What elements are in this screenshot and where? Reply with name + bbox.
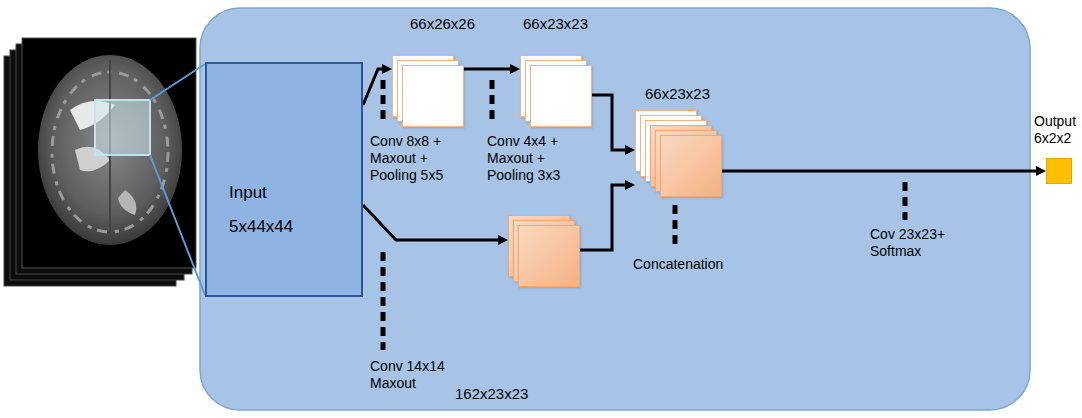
input-box: Input5x44x44 <box>205 62 363 297</box>
feature-map <box>530 65 592 127</box>
layer-blocks <box>508 215 580 287</box>
text-slot: Conv 8x8 + Maxout + Pooling 5x5 <box>370 133 470 184</box>
network-panel <box>200 8 1030 410</box>
text-slot: Conv 4x4 + Maxout + Pooling 3x3 <box>487 133 587 184</box>
layer-caption: Conv 14x14 Maxout <box>370 358 452 392</box>
layer-caption: Cov 23x23+ Softmax <box>870 226 970 260</box>
text-label: 66x26x26 <box>410 15 475 32</box>
text-slot: 162x23x23 <box>455 385 528 403</box>
flow-arrow <box>464 68 515 71</box>
text-label: 66x23x23 <box>645 85 710 102</box>
layer-blocks <box>635 110 722 197</box>
mri-stack <box>4 38 205 295</box>
flow-arrow <box>592 95 630 150</box>
layer-caption: Concatenation <box>633 256 753 273</box>
feature-map <box>402 65 464 127</box>
text-slot: Output <box>1034 112 1076 130</box>
feature-map <box>660 135 722 197</box>
text-label: 5x44x44 <box>229 210 361 244</box>
text-label: 162x23x23 <box>455 385 528 402</box>
feature-map-stack: 66x26x26 <box>385 15 478 129</box>
layer-blocks <box>1046 158 1072 184</box>
output-block: Output6x2x2 <box>1034 112 1079 186</box>
flow-arrow <box>363 69 387 105</box>
feature-map-stack: 162x23x23 <box>450 210 582 404</box>
text-label: 6x2x2 <box>1034 130 1071 146</box>
flow-arrow <box>580 185 630 250</box>
text-slot: 66x23x23 <box>645 85 710 103</box>
text-slot: 66x26x26 <box>410 15 475 33</box>
text-slot: 66x23x23 <box>523 15 588 33</box>
text-label: 66x23x23 <box>523 15 588 32</box>
feature-map <box>518 225 580 287</box>
text-label: Input <box>229 176 361 210</box>
layer-caption: Conv 8x8 + Maxout + Pooling 5x5 <box>370 133 470 184</box>
text-slot: Conv 14x14 Maxout <box>370 358 452 392</box>
flow-arrow <box>722 170 1041 173</box>
feature-map <box>1046 158 1072 184</box>
text-slot: Cov 23x23+ Softmax <box>870 226 970 260</box>
concat-stack: 66x23x23 <box>630 85 724 199</box>
layer-blocks <box>520 55 592 127</box>
patch-highlight <box>95 100 150 155</box>
text-slot: 6x2x2 <box>1034 129 1071 147</box>
feature-map-stack: 66x23x23 <box>513 15 594 129</box>
layer-blocks <box>392 55 464 127</box>
layer-caption: Conv 4x4 + Maxout + Pooling 3x3 <box>487 133 587 184</box>
text-label: Output <box>1034 113 1076 129</box>
flow-arrow <box>363 205 503 240</box>
text-slot: Concatenation <box>633 256 753 273</box>
